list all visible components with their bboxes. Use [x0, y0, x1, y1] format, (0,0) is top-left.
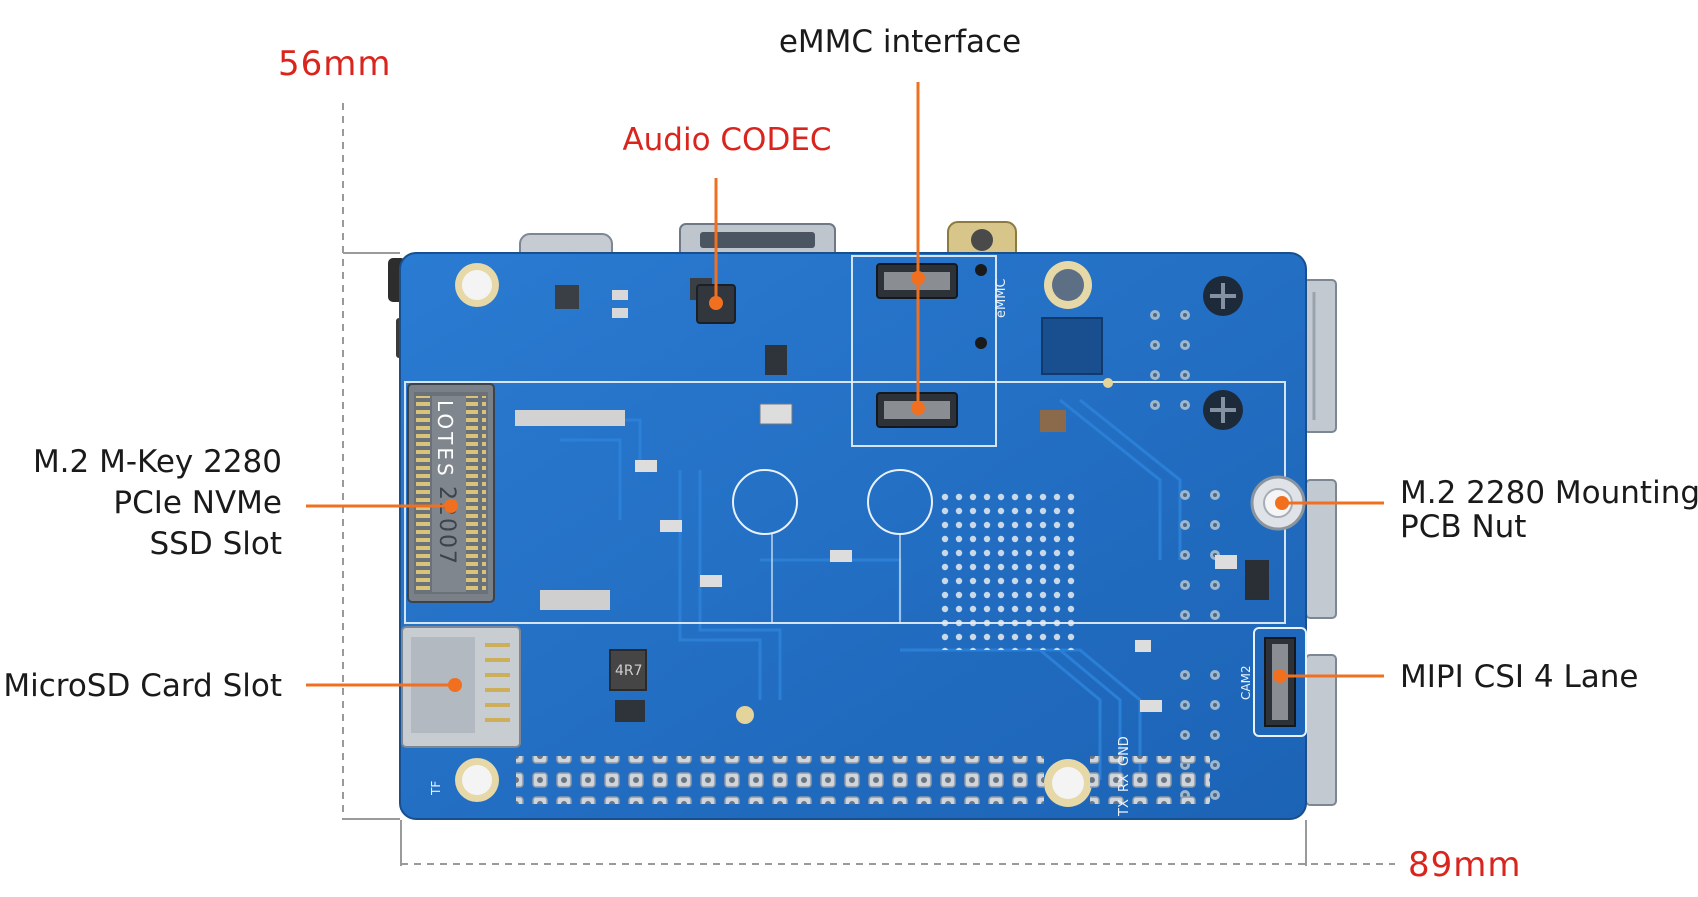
screw-middle: [1203, 390, 1243, 430]
gpio-header: [516, 756, 1044, 804]
via-field: [1130, 290, 1190, 410]
screw-top: [1203, 276, 1243, 316]
usb-port-upper: [1305, 479, 1337, 619]
ethernet-port: [1303, 279, 1337, 433]
m2-code-silkscreen: 22007: [434, 486, 459, 566]
dimension-lines: [342, 103, 1395, 866]
smd-components: [515, 278, 1269, 724]
dimension-width-label: 89mm: [1408, 845, 1522, 885]
m2-slot: [407, 383, 495, 603]
tx-silkscreen: TX: [1117, 799, 1132, 817]
power-pad: [1041, 317, 1103, 375]
microsd-label: MicroSD Card Slot: [3, 668, 282, 704]
emmc-test-pad: [975, 337, 987, 349]
emmc-interface-label: eMMC interface: [779, 24, 1021, 60]
pcb-nut-label-line1: M.2 2280 Mounting: [1400, 475, 1698, 511]
emmc-test-pad: [975, 264, 987, 276]
gpio-header-extension: [1090, 756, 1210, 804]
tf-silkscreen: TF: [429, 781, 443, 796]
audio-codec-label: Audio CODEC: [622, 122, 831, 158]
soc-bga-area: [935, 490, 1080, 650]
mipi-csi-label: MIPI CSI 4 Lane: [1400, 659, 1638, 695]
gnd-silkscreen: GND: [1117, 736, 1132, 766]
pcb-nut-label-line2: PCB Nut: [1400, 509, 1526, 545]
emmc-outline: [851, 255, 997, 447]
m2-slot-label-line1: M.2 M-Key 2280: [33, 444, 282, 480]
callout-lines: [306, 82, 1384, 687]
rx-silkscreen: RX: [1117, 774, 1132, 792]
via-field: [1160, 470, 1220, 620]
m2-slot-label-line2: PCIe NVMe: [113, 485, 282, 521]
m2-brand-silkscreen: LOTES: [433, 400, 457, 479]
emmc-silkscreen: eMMC: [994, 278, 1009, 318]
mounting-holes: [455, 261, 1092, 807]
callout-dots: [444, 271, 1289, 692]
dimension-height-label: 56mm: [278, 44, 392, 84]
inductor-silkscreen: 4R7: [615, 663, 643, 679]
guide-circle-left: [732, 469, 798, 535]
m2-slot-label-line3: SSD Slot: [150, 526, 283, 562]
cam-silkscreen: CAM2: [1239, 665, 1253, 700]
